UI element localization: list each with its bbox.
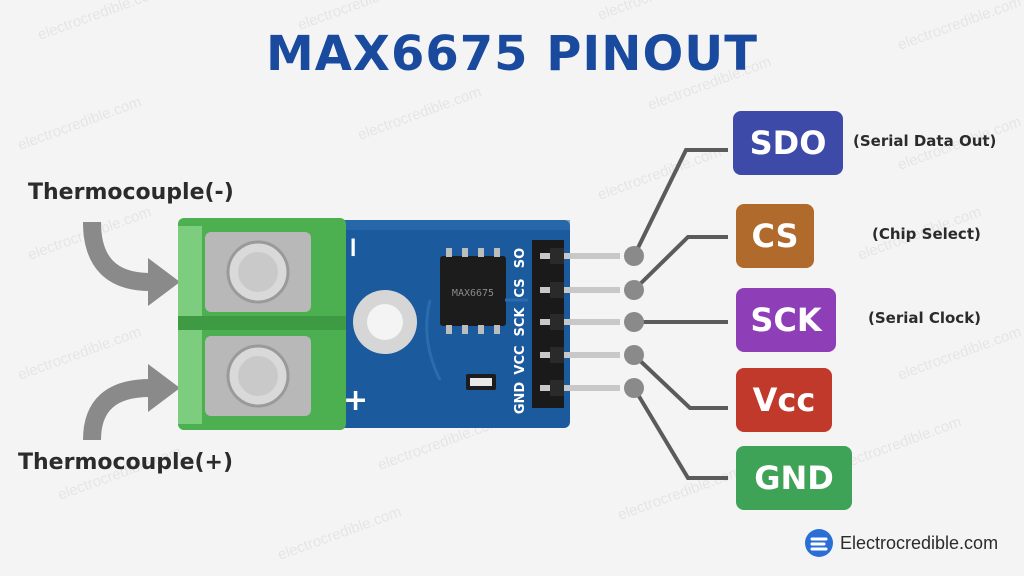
- pin-desc-sdo: (Serial Data Out): [853, 132, 997, 150]
- header-pin: [540, 352, 620, 358]
- header-pin: [540, 287, 620, 293]
- screw-terminal: [178, 218, 346, 430]
- pin-label-vcc: Vcc: [736, 368, 832, 432]
- brand-footer: Electrocredible.com: [804, 528, 998, 558]
- leader-line: [632, 148, 728, 257]
- leader-line: [632, 235, 728, 292]
- header-pin: [540, 319, 620, 325]
- leader-line: [632, 386, 728, 480]
- silkscreen-label-so: SO: [513, 248, 528, 268]
- brand-text: Electrocredible.com: [840, 532, 999, 553]
- arrow-bottom-head: [148, 364, 180, 412]
- pin-label-cs: CS: [736, 204, 814, 268]
- ic-chip: MAX6675: [440, 248, 506, 334]
- arrow-bottom-icon: [83, 379, 151, 441]
- silkscreen-labels: SO CS SCK VCC GND: [513, 248, 528, 414]
- page-title: MAX6675 PINOUT: [266, 26, 758, 82]
- silkscreen-label-sck: SCK: [513, 307, 528, 337]
- leader-line: [632, 353, 728, 410]
- thermocouple-positive-label: Thermocouple(+): [18, 450, 234, 475]
- pin-dot: [624, 345, 644, 365]
- pin-dot: [624, 312, 644, 332]
- pin-dot: [624, 280, 644, 300]
- pin-label-gnd: GND: [736, 446, 852, 510]
- thermocouple-negative-label: Thermocouple(-): [28, 180, 234, 205]
- pin-label-sck: SCK: [736, 288, 836, 352]
- plus-mark: +: [343, 383, 368, 418]
- header-pin: [540, 253, 620, 259]
- silkscreen-label-gnd: GND: [513, 382, 528, 415]
- header-pin: [540, 385, 620, 391]
- pin-dot: [624, 378, 644, 398]
- pin-label-sdo: SDO: [733, 111, 843, 175]
- arrow-top-head: [148, 258, 180, 306]
- pin-desc-sck: (Serial Clock): [868, 309, 982, 327]
- brand-logo-icon: [805, 529, 833, 557]
- chip-marking: MAX6675: [452, 288, 494, 299]
- arrow-top-icon: [83, 221, 151, 291]
- silkscreen-label-vcc: VCC: [513, 345, 528, 374]
- pin-desc-cs: (Chip Select): [872, 225, 981, 243]
- silkscreen-label-cs: CS: [513, 278, 528, 297]
- leader-lines: [624, 148, 728, 480]
- pin-dot: [624, 246, 644, 266]
